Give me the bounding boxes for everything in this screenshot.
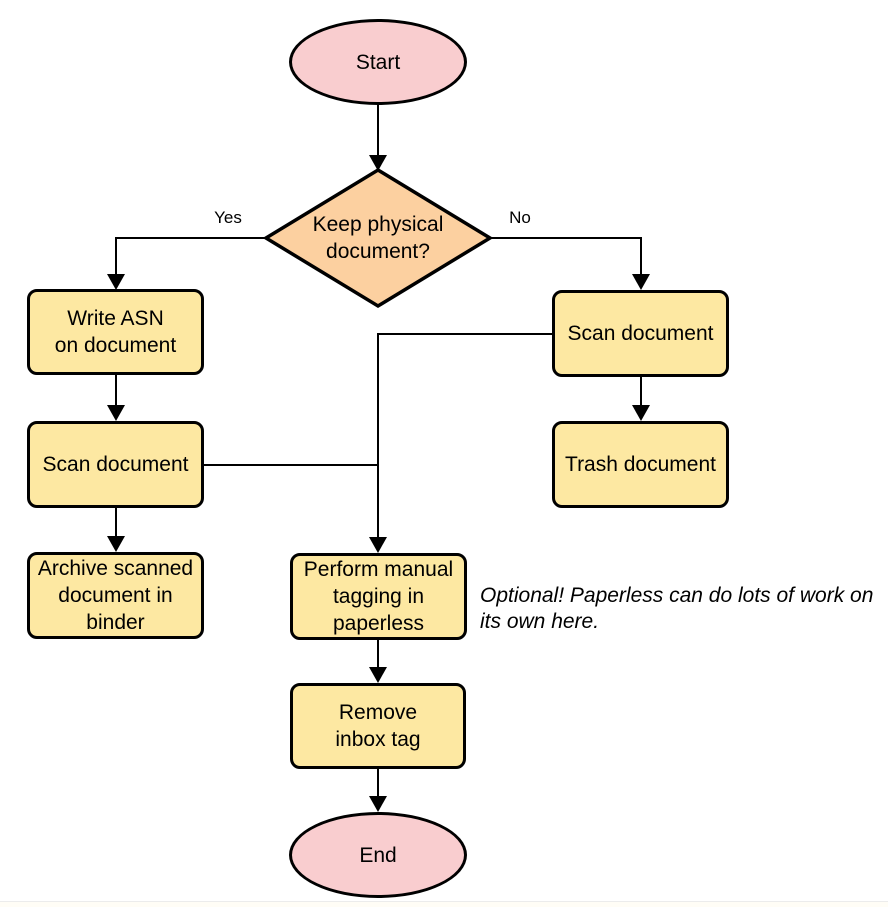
edge-scan-trash-line [640,377,642,409]
edge-label-no: No [495,207,545,229]
annotation-line1: Optional! Paperless can do lots of work … [480,584,874,607]
node-start: Start [289,19,467,105]
edge-no-horizontal-line [490,237,641,239]
decision-label-line2: document? [326,240,430,263]
arrowhead-down-icon [632,405,650,421]
arrowhead-down-icon [107,536,125,552]
tagging-label-line2: tagging in [332,585,425,608]
node-remove-inbox-tag: Remove inbox tag [290,683,466,769]
node-end: End [289,812,467,898]
arrowhead-down-icon [369,667,387,683]
edge-scanleft-merge-line [204,464,378,466]
archive-label-line3: binder [86,611,145,634]
archive-label-line1: Archive scanned [37,557,194,580]
edge-remove-end-line [377,769,379,799]
arrowhead-down-icon [107,405,125,421]
node-end-label: End [359,843,397,867]
node-archive-binder: Archive scanned document in binder [27,552,204,639]
diamond-shape [262,167,494,309]
decision-label-line1: Keep physical [312,213,444,236]
node-start-label: Start [355,50,401,74]
arrowhead-down-icon [369,537,387,553]
node-decision: Keep physical document? [261,165,495,311]
annotation-note: Optional! Paperless can do lots of work … [480,583,873,635]
edge-scanright-merge-line [378,333,552,335]
archive-label-line2: document in [58,584,173,607]
scan-right-label: Scan document [567,322,714,345]
edge-merge-tagging-line [377,333,379,540]
node-manual-tagging: Perform manual tagging in paperless [290,553,467,640]
node-scan-document-right: Scan document [552,290,729,377]
edge-yes-vertical-line [115,237,117,277]
trash-label: Trash document [565,453,716,476]
node-decision-label: Keep physical document? [261,165,495,311]
node-write-asn: Write ASN on document [27,289,204,375]
edge-no-vertical-line [640,237,642,277]
tagging-label-line3: paperless [332,612,425,635]
annotation-line2: its own here. [480,610,600,633]
scan-left-label: Scan document [42,453,189,476]
remove-label-line1: Remove [338,701,418,724]
arrowhead-down-icon [107,274,125,290]
edge-label-yes: Yes [203,207,253,229]
arrowhead-down-icon [369,155,387,171]
write-asn-label-line2: on document [54,334,177,357]
node-trash-document: Trash document [552,421,729,508]
arrowhead-down-icon [369,796,387,812]
page-bottom-divider [0,901,888,907]
arrowhead-down-icon [632,274,650,290]
edge-tagging-remove-line [377,640,379,670]
node-scan-document-left: Scan document [27,421,204,508]
write-asn-label-line1: Write ASN [67,307,164,330]
edge-writeasn-scan-line [115,375,117,407]
edge-start-decision-line [377,104,379,158]
edge-yes-horizontal-line [115,237,266,239]
edge-scan-archive-line [115,508,117,538]
tagging-label-line1: Perform manual [303,558,454,581]
remove-label-line2: inbox tag [335,728,421,751]
